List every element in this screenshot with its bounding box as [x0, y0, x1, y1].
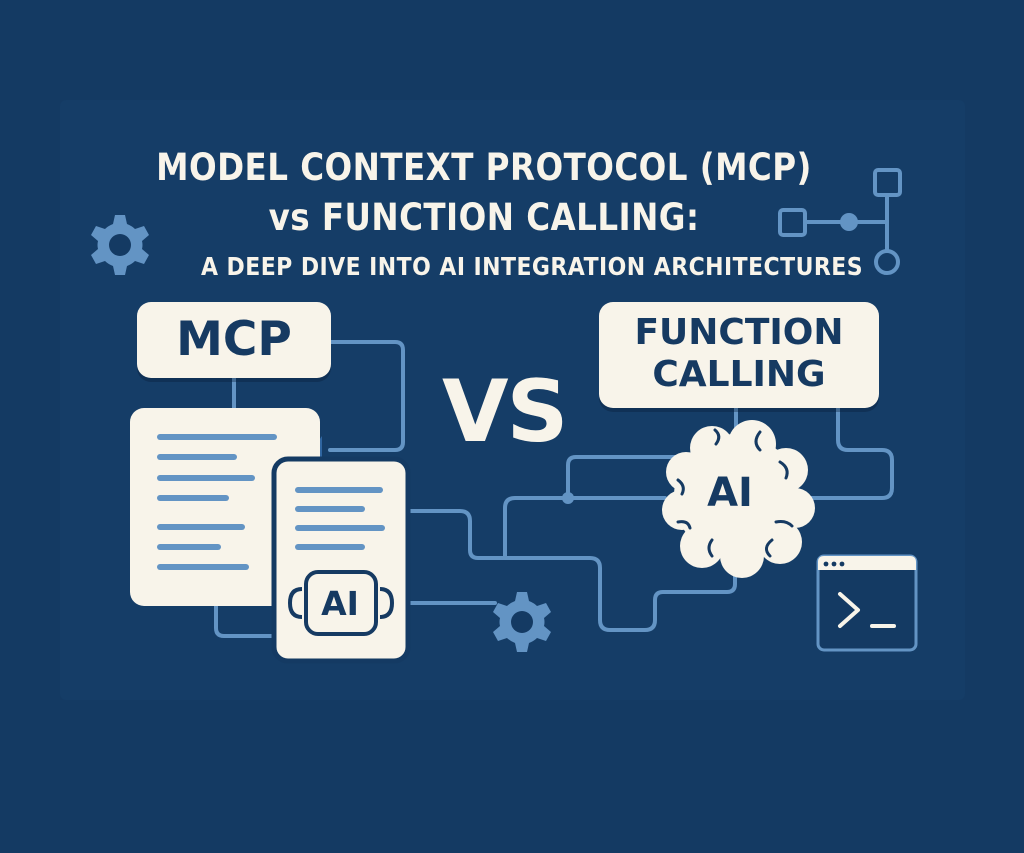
mcp-label: MCP: [137, 302, 331, 378]
node-dot-icon: [840, 213, 858, 231]
versus-label: VS: [442, 362, 568, 462]
node-square-icon: [778, 208, 807, 237]
terminal-icon: [816, 554, 918, 652]
node-square-icon: [873, 168, 902, 197]
function-calling-line-1: FUNCTION: [634, 312, 844, 353]
ai-chip-label: AI: [321, 584, 359, 623]
node-circle-icon: [874, 249, 900, 275]
title-line-1: MODEL CONTEXT PROTOCOL (MCP): [156, 146, 812, 189]
function-calling-line-2: CALLING: [652, 354, 826, 395]
gear-icon: [493, 592, 551, 652]
ai-brain-label: AI: [707, 470, 753, 516]
subtitle: A DEEP DIVE INTO AI INTEGRATION ARCHITEC…: [200, 252, 864, 281]
function-calling-label: FUNCTION CALLING: [599, 302, 879, 408]
brain-icon: [662, 420, 815, 578]
title-line-2: vs FUNCTION CALLING:: [268, 196, 700, 239]
ai-document-icon: [271, 456, 411, 664]
